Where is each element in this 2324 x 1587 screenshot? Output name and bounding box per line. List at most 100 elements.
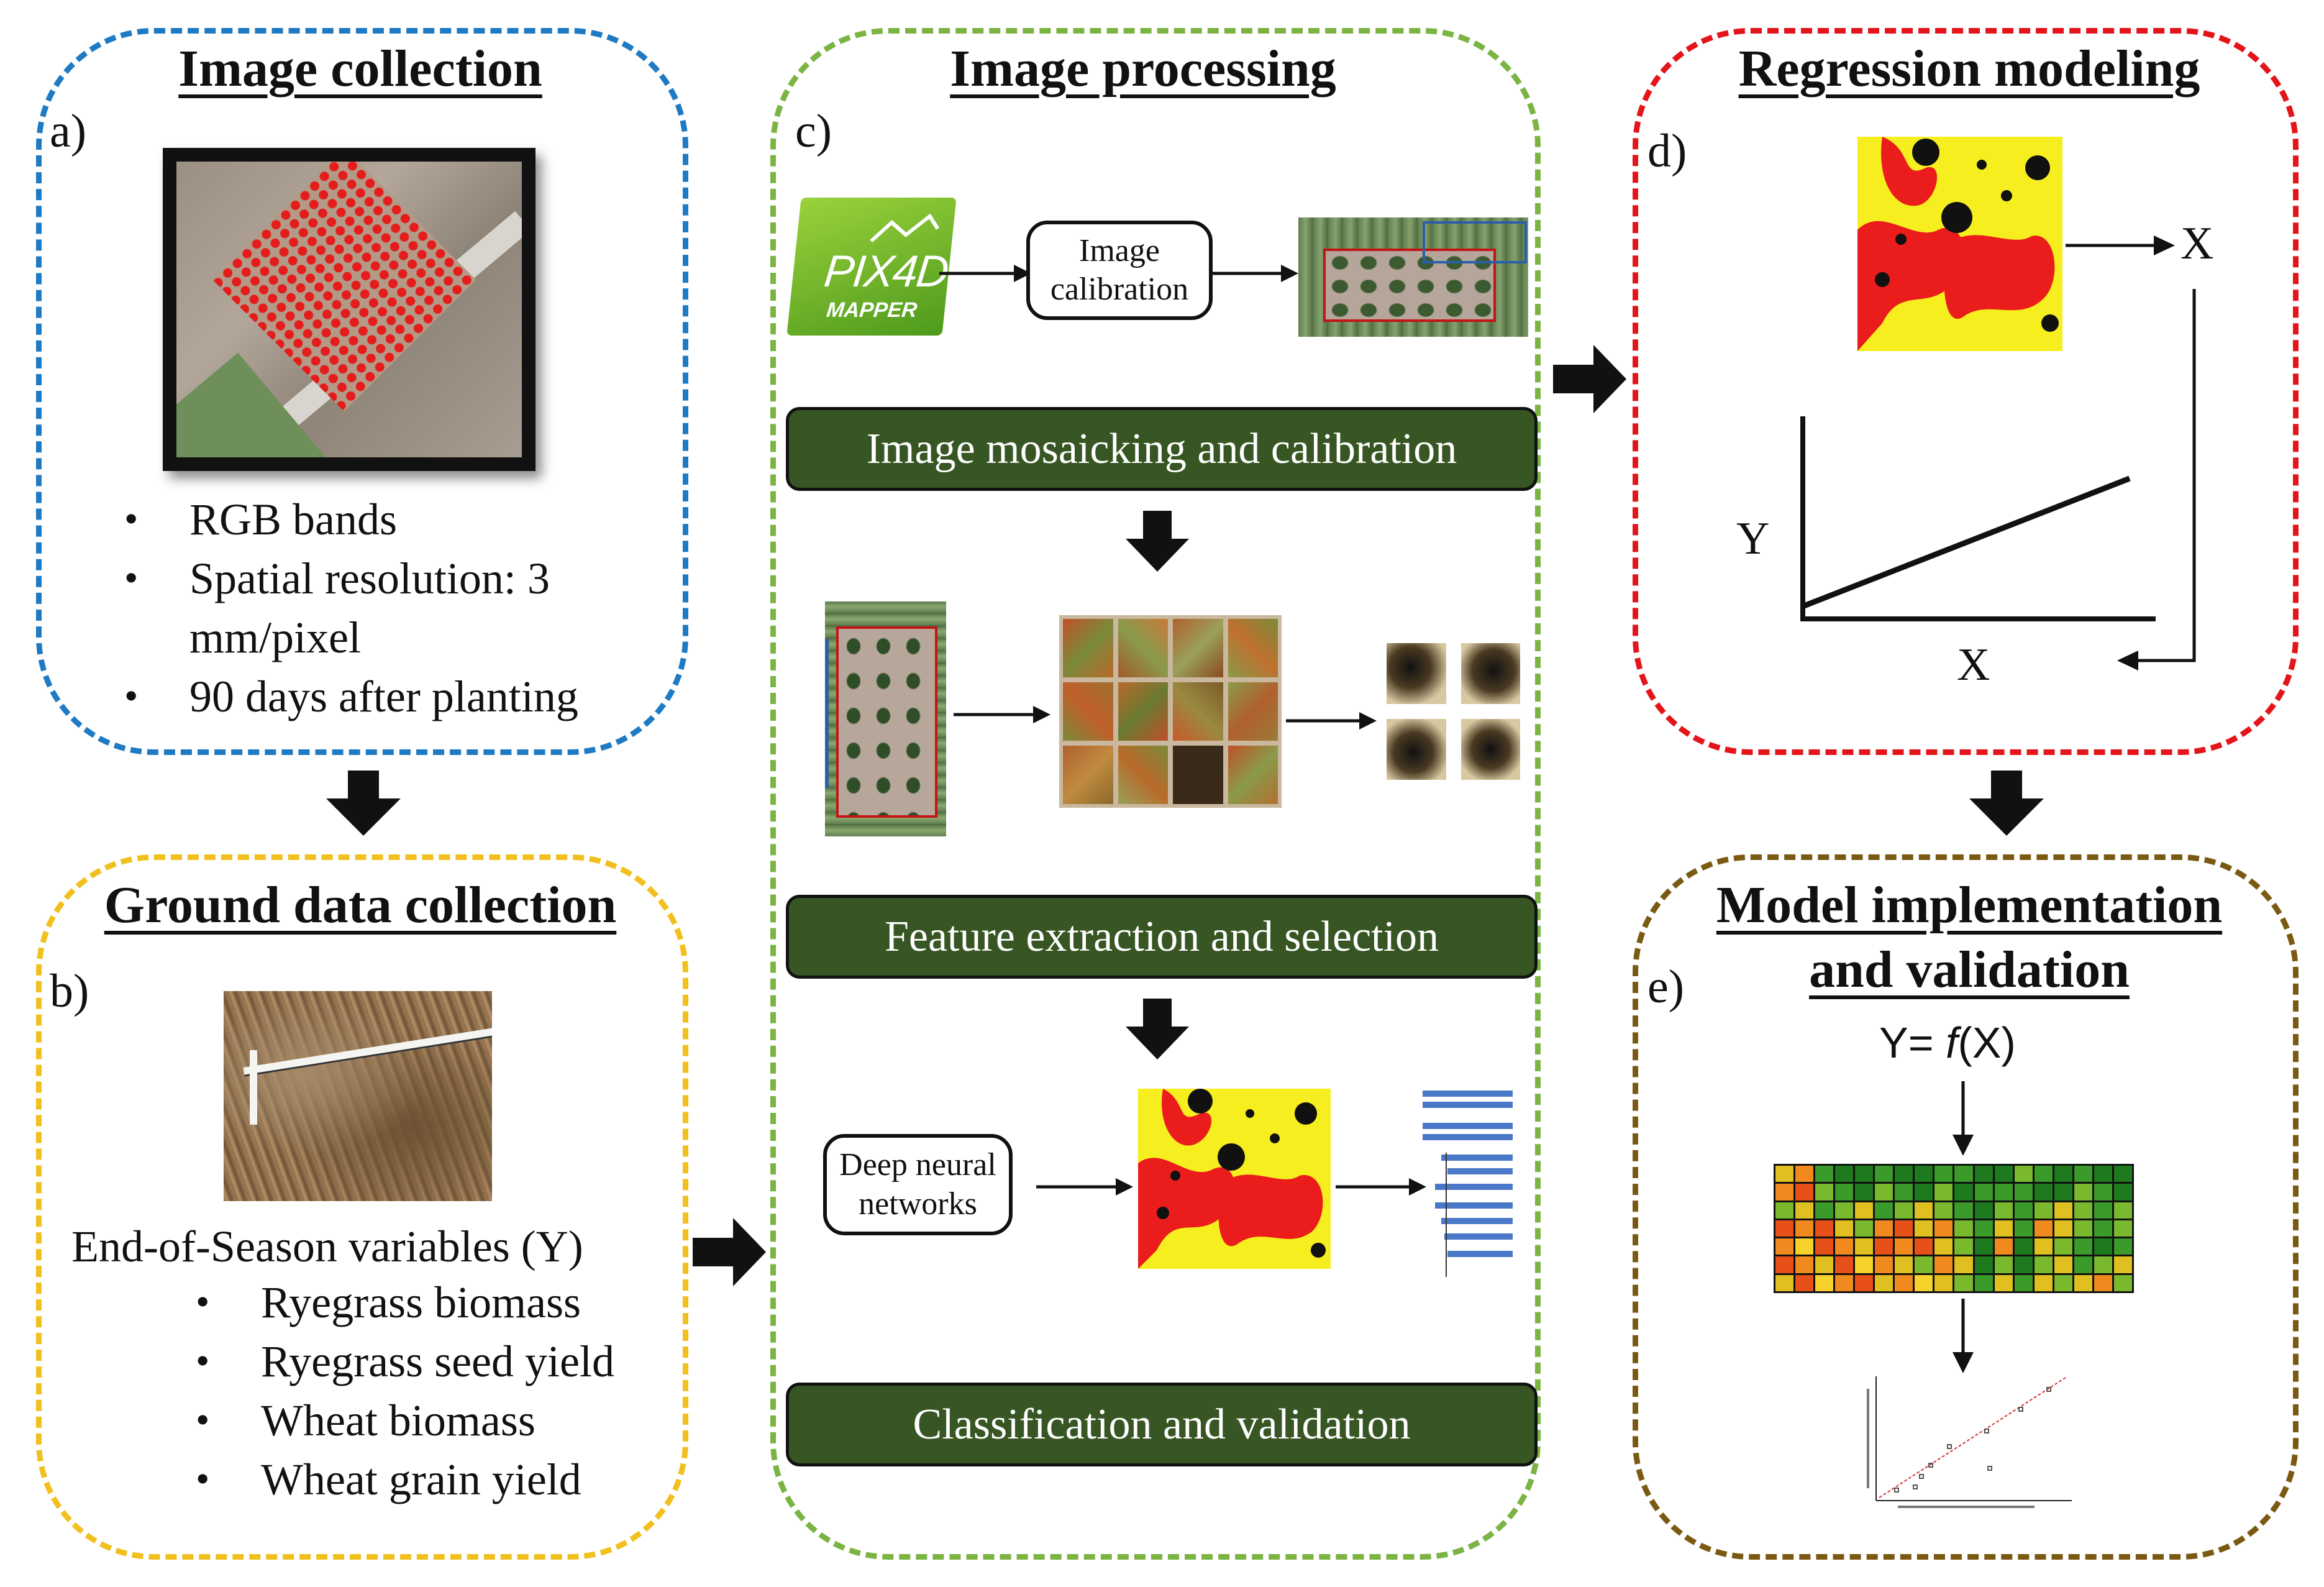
grid-cell (2054, 1274, 2072, 1291)
grid-cell (2054, 1202, 2072, 1219)
panel-a-title: Image collection (178, 40, 542, 98)
grid-cell (1875, 1202, 1893, 1219)
grid-cell (1934, 1256, 1953, 1273)
grid-cell (2034, 1184, 2053, 1201)
bullet-dot: • (196, 1457, 210, 1501)
grid-cell (1795, 1238, 1814, 1255)
panel-d-title: Regression modeling (1738, 40, 2200, 98)
grid-cell (1974, 1202, 1993, 1219)
grid-cell (1915, 1274, 1933, 1291)
grid-cell (2113, 1166, 2132, 1182)
bullet-spatial-resolution: Spatial resolution: 3 (189, 554, 550, 603)
grid-cell (2094, 1184, 2112, 1201)
panel-e-label: e) (1647, 961, 1685, 1013)
grid-cell (1875, 1220, 1893, 1237)
panel-e-title-line1: Model implementation (1716, 876, 2223, 934)
grid-cell (2074, 1256, 2092, 1273)
arrow-down-a-to-b (326, 771, 401, 836)
arrow-down-step2 (1126, 999, 1189, 1059)
grid-cell (2014, 1184, 2033, 1201)
grid-cell (1835, 1238, 1854, 1255)
grid-cell (1775, 1220, 1794, 1237)
grid-cell (1895, 1256, 1913, 1273)
grid-cell (1915, 1202, 1933, 1219)
grid-cell (2113, 1184, 2132, 1201)
grid-cell (1974, 1238, 1993, 1255)
grid-cell (2094, 1202, 2112, 1219)
grid-cell (1855, 1238, 1874, 1255)
grid-cell (1895, 1220, 1913, 1237)
panel-b-label: b) (50, 965, 89, 1017)
grid-cell (2054, 1238, 2072, 1255)
grid-cell (1895, 1274, 1913, 1291)
grid-cell (1775, 1202, 1794, 1219)
calibration-box-line1: Image (1079, 232, 1160, 268)
grid-cell (1994, 1238, 2013, 1255)
grid-cell (2014, 1238, 2033, 1255)
grid-cell (2094, 1238, 2112, 1255)
panel-regression-modeling (1633, 28, 2299, 755)
grid-cell (1934, 1166, 1953, 1182)
panel-model-implementation (1633, 854, 2299, 1560)
grid-cell (2094, 1256, 2112, 1273)
step-feature-extraction: Feature extraction and selection (786, 895, 1538, 979)
grid-cell (2094, 1274, 2112, 1291)
regression-x-label: X (2180, 218, 2214, 269)
grid-cell (2074, 1166, 2092, 1182)
bullet-dot: • (124, 674, 139, 718)
grid-cell (2014, 1202, 2033, 1219)
grid-cell (1915, 1184, 1933, 1201)
arrow-calibration-to-mosaic (1213, 265, 1298, 282)
grid-cell (1875, 1256, 1893, 1273)
panel-b-title: Ground data collection (104, 876, 617, 934)
bullet-dot: • (196, 1279, 210, 1324)
grid-cell (1815, 1256, 1834, 1273)
grid-cell (1994, 1202, 2013, 1219)
grid-cell (1835, 1184, 1854, 1201)
arrow-classmap-to-bars (1336, 1178, 1426, 1196)
grid-cell (1815, 1184, 1834, 1201)
grid-cell (1795, 1184, 1814, 1201)
arrow-formula-to-grid (1953, 1081, 1974, 1156)
grid-cell (1994, 1220, 2013, 1237)
arrow-map-to-x (2066, 236, 2175, 255)
grid-cell (2094, 1166, 2112, 1182)
panel-image-processing (770, 28, 1541, 1560)
grid-cell (1915, 1238, 1933, 1255)
grid-cell (1895, 1238, 1913, 1255)
grid-cell (1835, 1256, 1854, 1273)
grid-cell (1855, 1184, 1874, 1201)
feature-importance-bars (1423, 1091, 1513, 1277)
arrow-right-b-to-c (693, 1218, 766, 1286)
panel-c-title: Image processing (950, 40, 1336, 98)
end-of-season-heading: End-of-Season variables (Y) (71, 1222, 583, 1271)
image-calibration-box: Image calibration (1026, 221, 1213, 320)
grid-cell (1815, 1220, 1834, 1237)
grid-cell (1835, 1202, 1854, 1219)
grid-cell (1895, 1202, 1913, 1219)
grid-cell (2054, 1256, 2072, 1273)
grid-cell (1775, 1256, 1794, 1273)
field-plots-image (825, 601, 946, 836)
grid-cell (2113, 1202, 2132, 1219)
grid-cell (1815, 1202, 1834, 1219)
bullet-wheat-biomass: Wheat biomass (261, 1396, 535, 1445)
texture-tiles (1387, 643, 1520, 780)
grid-cell (1875, 1166, 1893, 1182)
bullet-ryegrass-biomass: Ryegrass biomass (261, 1278, 581, 1327)
grid-cell (1954, 1166, 1973, 1182)
grid-cell (2054, 1220, 2072, 1237)
grid-cell (2074, 1220, 2092, 1237)
grid-cell (1855, 1256, 1874, 1273)
grid-cell (1915, 1220, 1933, 1237)
pix4d-logo-text: PIX4D (821, 247, 950, 296)
grid-cell (2034, 1220, 2053, 1237)
arrow-grid-to-scatter (1953, 1299, 1974, 1373)
bullet-dot: • (196, 1397, 210, 1442)
grid-cell (1934, 1220, 1953, 1237)
arrow-right-c-to-d (1553, 345, 1626, 413)
arrow-logo-to-calibration (939, 265, 1031, 282)
grid-cell (2014, 1220, 2033, 1237)
yield-prediction-grid (1774, 1164, 2134, 1293)
bullet-dot: • (196, 1338, 210, 1383)
